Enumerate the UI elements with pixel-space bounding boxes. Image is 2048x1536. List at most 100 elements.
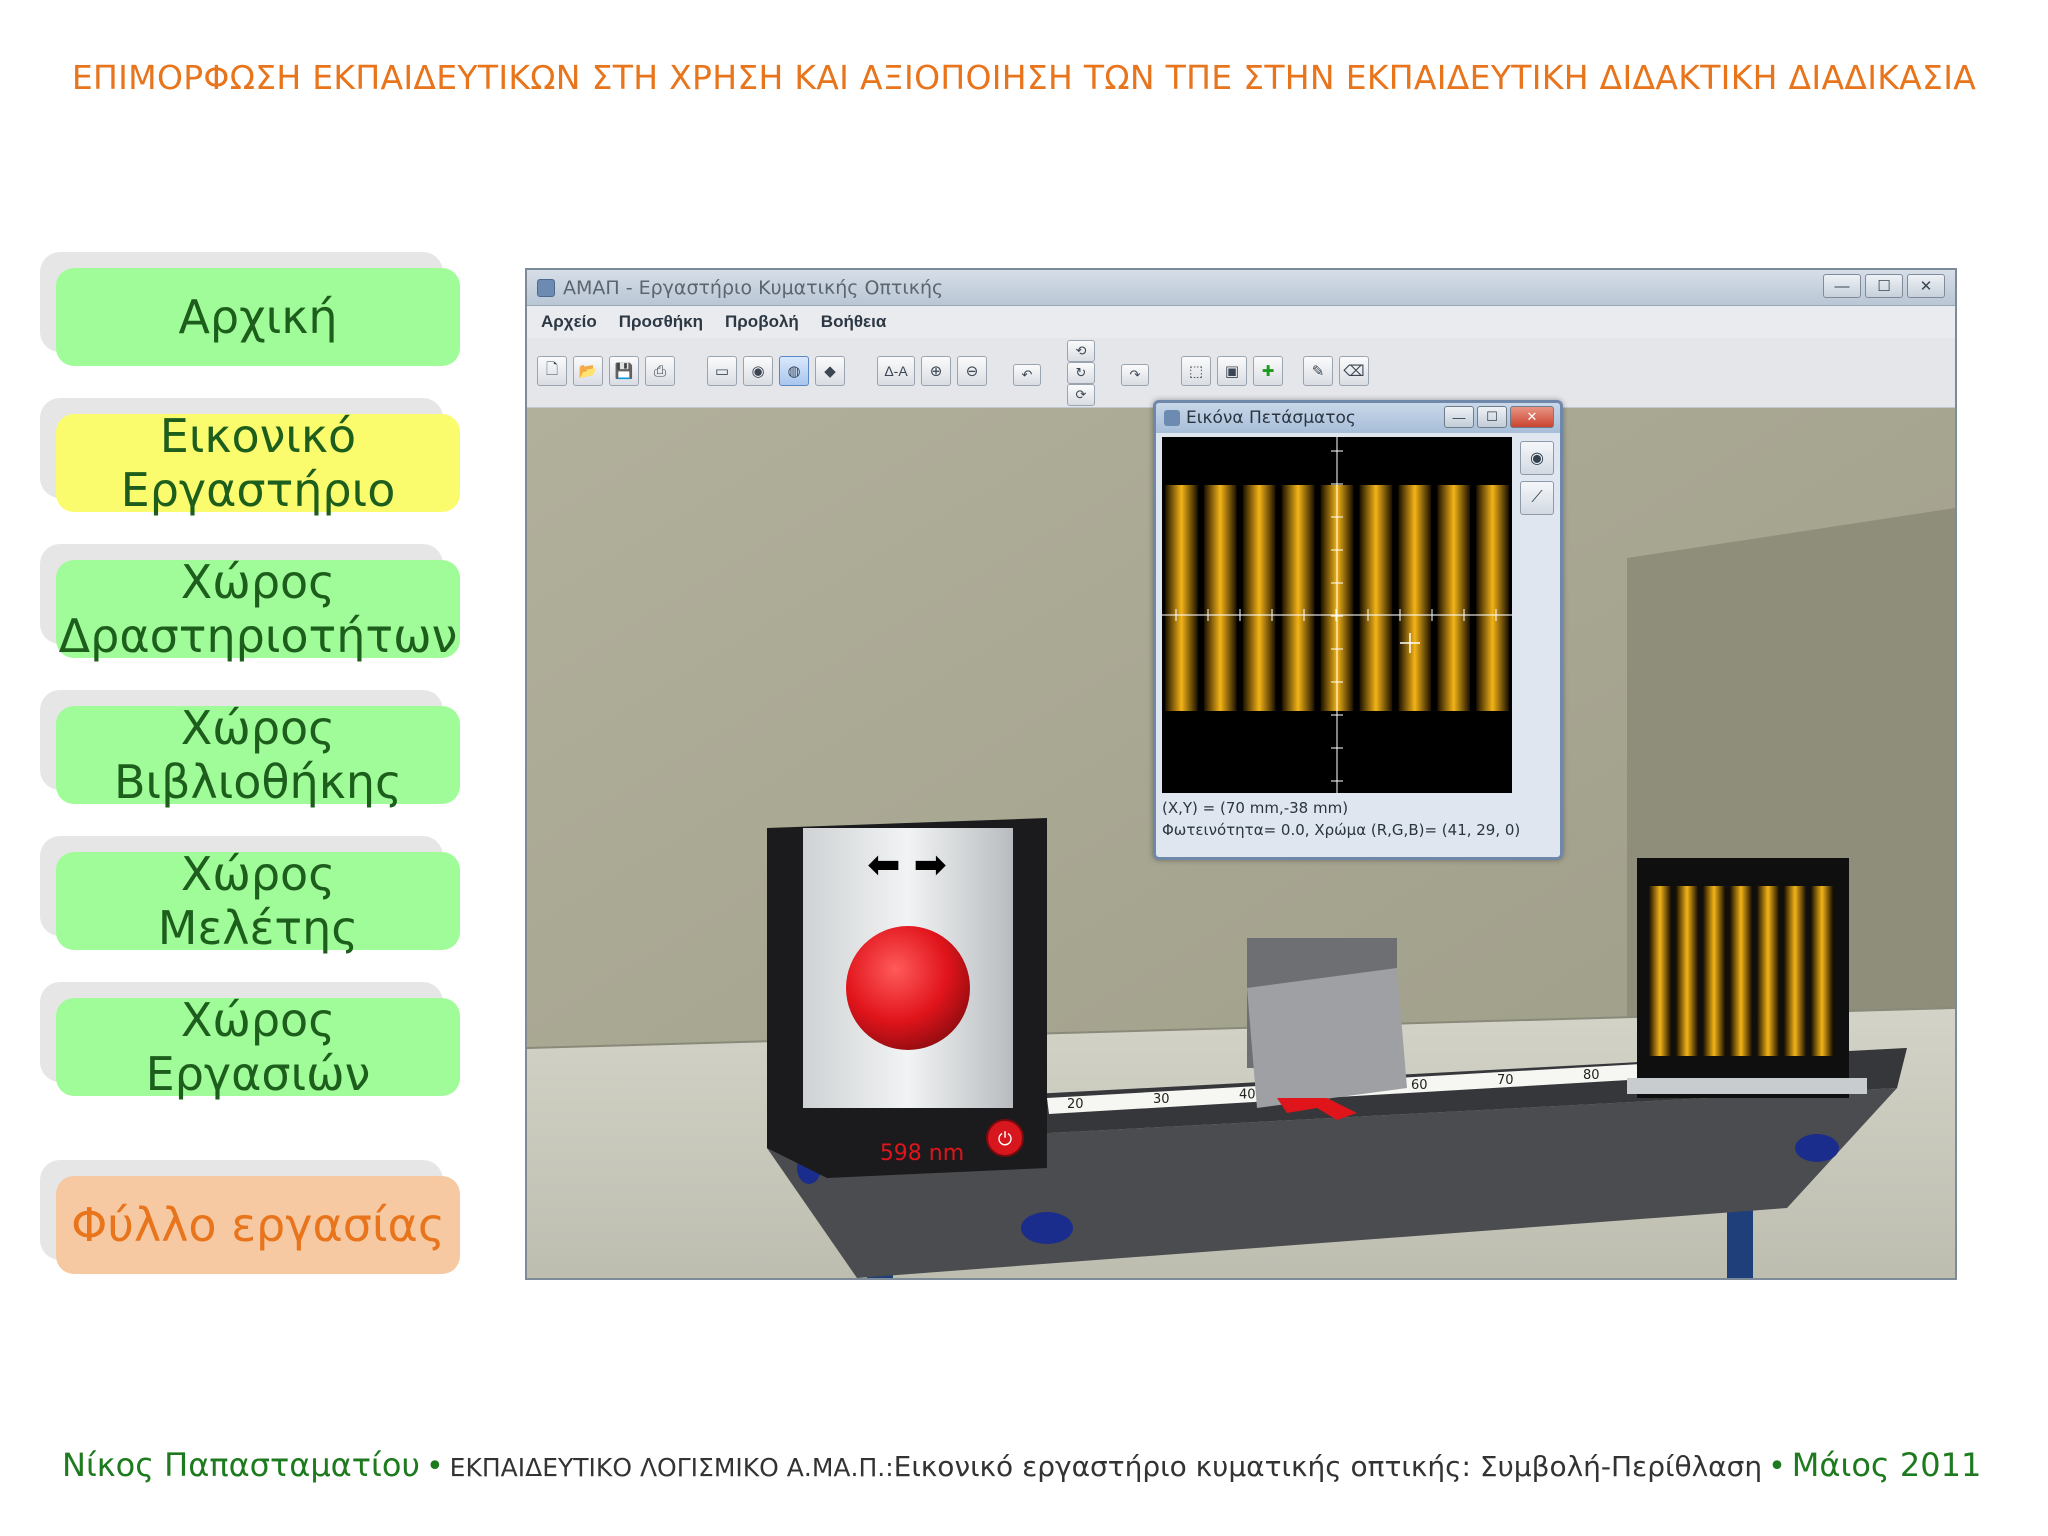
footer-software: ΕΚΠΑΙΔΕΥΤΙΚΟ ΛΟΓΙΣΜΙΚΟ Α.ΜΑ.Π.: <box>449 1453 894 1482</box>
screen-window-titlebar: Εικόνα Πετάσματος — ☐ ✕ <box>1156 403 1560 433</box>
footer-separator: • <box>1768 1449 1786 1484</box>
nav-activities-label[interactable]: Χώρος Δραστηριοτήτων <box>56 555 460 663</box>
direction-arrows[interactable]: ⬅ ➡ <box>867 842 947 888</box>
brightness-readout: Φωτεινότητα= 0.0, Χρώμα (R,G,B)= (41, 29… <box>1162 821 1521 839</box>
screen-window-title: Εικόνα Πετάσματος <box>1186 408 1356 428</box>
camera-icon[interactable]: ◉ <box>1520 441 1554 475</box>
java-app-icon <box>537 279 555 297</box>
laser-power-button[interactable] <box>846 926 970 1050</box>
screen-fringe-band <box>1676 886 1698 1056</box>
ruler-tick-label: 60 <box>1411 1078 1428 1093</box>
wavelength-readout: 598 nm <box>880 1141 964 1166</box>
footer-separator: • <box>425 1449 444 1484</box>
window-controls: — ☐ ✕ <box>1823 274 1945 298</box>
fringe-band <box>1165 485 1198 711</box>
nav-home-label[interactable]: Αρχική <box>56 268 460 366</box>
screen-readout: (X,Y) = (70 mm,-38 mm) Φωτεινότητα= 0.0,… <box>1162 797 1520 841</box>
nav-virtual-lab-button[interactable]: Εικονικό Εργαστήριο <box>40 398 460 517</box>
screen-fringe-band <box>1757 886 1779 1056</box>
nav-study-label[interactable]: Χώρος Μελέτης <box>56 847 460 955</box>
nav-assignments-label[interactable]: Χώρος Εργασιών <box>56 993 460 1101</box>
eraser-icon[interactable]: ⌫ <box>1339 356 1369 386</box>
ruler-tick-label: 30 <box>1153 1092 1170 1107</box>
coordinates-readout: (X,Y) = (70 mm,-38 mm) <box>1162 799 1349 817</box>
interference-pattern-view[interactable] <box>1162 437 1512 793</box>
fringe-band <box>1204 485 1237 711</box>
select-icon[interactable]: ⬚ <box>1181 356 1211 386</box>
monitor-icon[interactable]: ▭ <box>707 356 737 386</box>
zoom-out-icon[interactable]: ⊖ <box>957 356 987 386</box>
power-icon[interactable] <box>986 1119 1024 1157</box>
maximize-button[interactable]: ☐ <box>1865 274 1903 298</box>
save-icon[interactable]: 💾 <box>609 356 639 386</box>
open-folder-icon[interactable]: 📂 <box>573 356 603 386</box>
laser-beam-arrow <box>1277 1098 1357 1120</box>
rotate-left-icon[interactable]: ↶ <box>1013 364 1041 386</box>
fringe-band <box>1281 485 1315 711</box>
screen-fringe-band <box>1811 886 1833 1056</box>
fringe-band <box>1242 485 1276 711</box>
screen-fringe-band <box>1730 886 1752 1056</box>
ruler-tick-label: 20 <box>1067 1097 1084 1112</box>
nav-library-button[interactable]: Χώρος Βιβλιοθήκης <box>40 690 460 809</box>
footer-date: Μάιος 2011 <box>1791 1446 1982 1484</box>
globe-icon[interactable]: ◍ <box>779 356 809 386</box>
screen-image-window: Εικόνα Πετάσματος — ☐ ✕ ◉ ⟋ (X,Y) = (70 … <box>1153 400 1563 860</box>
menu-file[interactable]: Αρχείο <box>541 312 597 331</box>
menu-help[interactable]: Βοήθεια <box>820 312 887 331</box>
screen-close-button[interactable]: ✕ <box>1510 406 1554 428</box>
rotate-center-icon[interactable]: ↻ <box>1067 362 1095 384</box>
menu-view[interactable]: Προβολή <box>725 312 799 331</box>
nav-worksheet-label[interactable]: Φύλλο εργασίας <box>56 1176 460 1274</box>
cube-icon[interactable]: ◆ <box>815 356 845 386</box>
zoom-in-icon[interactable]: ⊕ <box>921 356 951 386</box>
bench-knob <box>1021 1212 1073 1244</box>
screen-window-controls: — ☐ ✕ <box>1444 406 1554 428</box>
nav-home-button[interactable]: Αρχική <box>40 252 460 366</box>
power-icon-glyph: ⏻ <box>998 1129 1012 1150</box>
close-button[interactable]: ✕ <box>1907 274 1945 298</box>
minimize-button[interactable]: — <box>1823 274 1861 298</box>
fringe-band <box>1437 485 1470 711</box>
bench-knob <box>1795 1134 1839 1162</box>
nav-activities-button[interactable]: Χώρος Δραστηριοτήτων <box>40 544 460 663</box>
fringe-band <box>1476 485 1509 711</box>
screen-maximize-button[interactable]: ☐ <box>1477 406 1507 428</box>
ruler-tool-icon[interactable]: ⟋ <box>1520 481 1554 515</box>
rotate-right-icon[interactable]: ↷ <box>1121 364 1149 386</box>
nav-worksheet-button[interactable]: Φύλλο εργασίας <box>40 1160 460 1274</box>
rotate-down-icon[interactable]: ⟳ <box>1067 384 1095 406</box>
print-icon[interactable]: ⎙ <box>645 356 675 386</box>
nav-assignments-button[interactable]: Χώρος Εργασιών <box>40 982 460 1101</box>
screen-fringe-band <box>1649 886 1671 1056</box>
page-title: ΕΠΙΜΟΡΦΩΣΗ ΕΚΠΑΙΔΕΥΤΙΚΩΝ ΣΤΗ ΧΡΗΣΗ ΚΑΙ Α… <box>71 58 1977 97</box>
rotate-up-icon[interactable]: ⟲ <box>1067 340 1095 362</box>
app-window-title: ΑΜΑΠ - Εργαστήριο Κυματικής Οπτικής <box>563 277 944 299</box>
screen-minimize-button[interactable]: — <box>1444 406 1474 428</box>
nav-library-label[interactable]: Χώρος Βιβλιοθήκης <box>56 701 460 809</box>
camera-icon[interactable]: ◉ <box>743 356 773 386</box>
nav-study-button[interactable]: Χώρος Μελέτης <box>40 836 460 955</box>
app-toolbar: 🗋 📂 💾 ⎙ ▭ ◉ ◍ ◆ Δ-Α ⊕ ⊖ ↶ ⟲ ↻ ⟳ ↷ ⬚ ▣ ✚ … <box>527 338 1955 408</box>
measure-button[interactable]: Δ-Α <box>877 356 915 386</box>
add-icon[interactable]: ✚ <box>1253 356 1283 386</box>
fringe-band <box>1359 485 1393 711</box>
ruler-tick-label: 40 <box>1239 1087 1256 1102</box>
screen-icon[interactable]: ▣ <box>1217 356 1247 386</box>
footer-author: Νίκος Παπασταματίου <box>62 1446 420 1484</box>
screen-fringe-band <box>1784 886 1806 1056</box>
java-app-icon <box>1164 410 1180 426</box>
new-file-icon[interactable]: 🗋 <box>537 356 567 386</box>
screen-side-tools: ◉ ⟋ <box>1520 441 1558 521</box>
screen-fringe-band <box>1703 886 1725 1056</box>
footer-subject: Εικονικό εργαστήριο κυματικής οπτικής: Σ… <box>893 1450 1763 1483</box>
ruler-tick-label: 80 <box>1583 1068 1600 1083</box>
pen-icon[interactable]: ✎ <box>1303 356 1333 386</box>
app-titlebar: ΑΜΑΠ - Εργαστήριο Κυματικής Οπτικής — ☐ … <box>527 270 1955 306</box>
menu-bar: Αρχείο Προσθήκη Προβολή Βοήθεια <box>527 306 1955 338</box>
screen-fringes <box>1649 886 1833 1056</box>
menu-add[interactable]: Προσθήκη <box>618 312 704 331</box>
nav-virtual-lab-label[interactable]: Εικονικό Εργαστήριο <box>56 409 460 517</box>
lab-3d-scene: 2030405060708090 ⬅ ➡ 598 nm ⏻ <box>527 408 1955 1278</box>
ruler-tick-label: 70 <box>1497 1073 1514 1088</box>
